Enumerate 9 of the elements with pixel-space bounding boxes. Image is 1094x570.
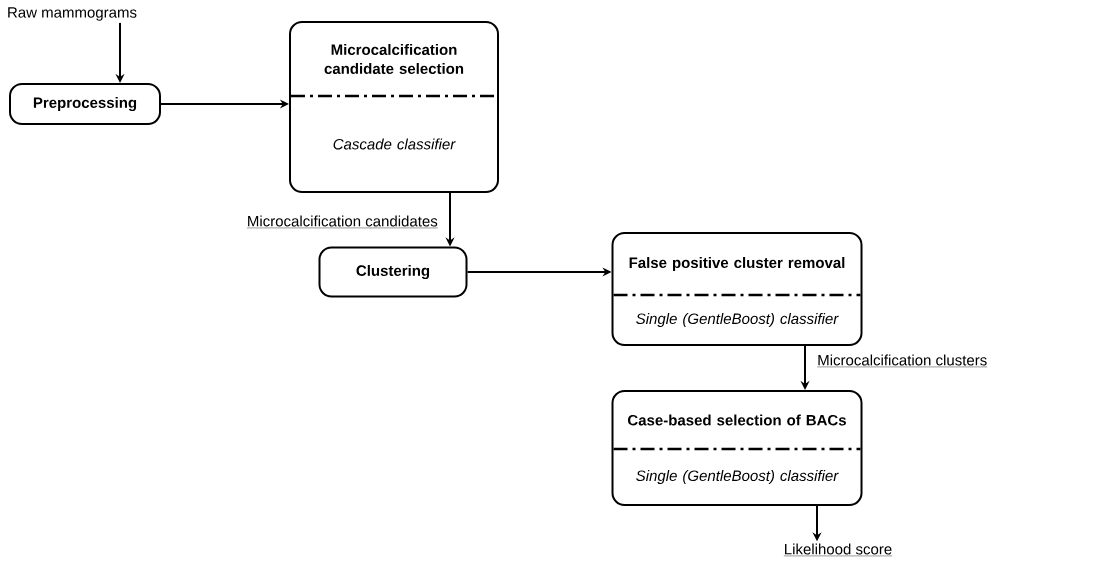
output-label: Likelihood score (783, 543, 893, 557)
start-label: Raw mammograms (8, 7, 137, 21)
process-box: Preprocessing (9, 83, 161, 125)
process-box: Clustering (318, 246, 468, 298)
edge-label: Microcalcification clusters (817, 354, 988, 368)
split-process-box: Case-based selection of BACs Single (GentleBoost) classifier (611, 390, 863, 506)
split-process-box: False positive cluster removal Single (GentleBoost) classifier (611, 232, 863, 346)
edge-label: Microcalcification candidates (246, 215, 438, 229)
split-process-box: Microcalcification candidate selection Cascade classifier (289, 21, 499, 193)
